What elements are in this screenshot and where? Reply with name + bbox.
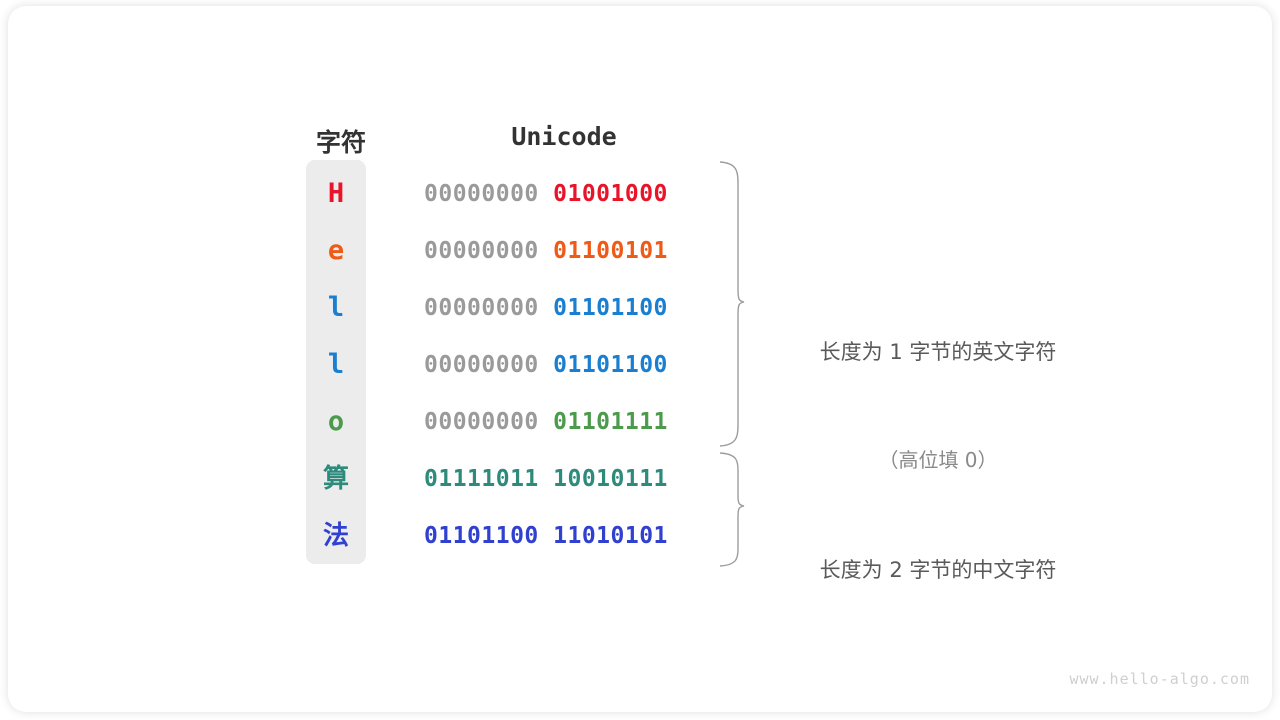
annotation-2-byte-line1: 长度为 2 字节的中文字符 <box>819 558 1057 582</box>
character-cell: 法 <box>322 521 349 551</box>
character-cell: l <box>327 349 345 380</box>
binary-low-byte: 01100101 <box>553 238 668 264</box>
binary-low-byte: 01001000 <box>553 181 668 207</box>
annotation-1-byte: 长度为 1 字节的英文字符 （高位填 0） <box>748 262 1128 550</box>
character-cell: o <box>327 406 345 437</box>
diagram-card: 字符 Unicode H e l l o 算 法 00000000 010010… <box>8 6 1272 712</box>
binary-high-byte: 00000000 <box>424 181 554 207</box>
binary-row: 00000000 01101100 <box>424 337 714 393</box>
column-header-unicode: Unicode <box>511 122 617 151</box>
binary-row: 00000000 01101111 <box>424 394 714 450</box>
character-column-background <box>306 160 366 564</box>
binary-row: 01111011 10010111 <box>424 451 714 507</box>
binary-high-byte: 00000000 <box>424 295 554 321</box>
binary-high-byte: 00000000 <box>424 409 554 435</box>
column-header-character: 字符 <box>315 128 366 157</box>
character-cell: l <box>327 292 345 323</box>
character-cell: H <box>327 178 345 209</box>
watermark: www.hello-algo.com <box>1069 670 1250 688</box>
binary-row: 01101100 11010101 <box>424 508 714 564</box>
brace-2-byte <box>719 452 745 567</box>
annotation-1-byte-line1: 长度为 1 字节的英文字符 <box>819 340 1057 364</box>
binary-high-byte: 00000000 <box>424 352 554 378</box>
binary-low-byte: 01101100 11010101 <box>424 523 668 549</box>
binary-low-byte: 01101100 <box>553 295 668 321</box>
annotation-1-byte-line2: （高位填 0） <box>878 448 998 472</box>
binary-high-byte: 00000000 <box>424 238 554 264</box>
character-cell: 算 <box>322 464 349 494</box>
binary-row: 00000000 01100101 <box>424 223 714 279</box>
binary-row: 00000000 01101100 <box>424 280 714 336</box>
binary-low-byte: 01111011 10010111 <box>424 466 668 492</box>
brace-1-byte <box>719 161 745 447</box>
binary-low-byte: 01101111 <box>553 409 668 435</box>
annotation-2-byte: 长度为 2 字节的中文字符 <box>748 480 1128 660</box>
binary-low-byte: 01101100 <box>553 352 668 378</box>
binary-row: 00000000 01001000 <box>424 166 714 222</box>
character-cell: e <box>327 235 345 266</box>
